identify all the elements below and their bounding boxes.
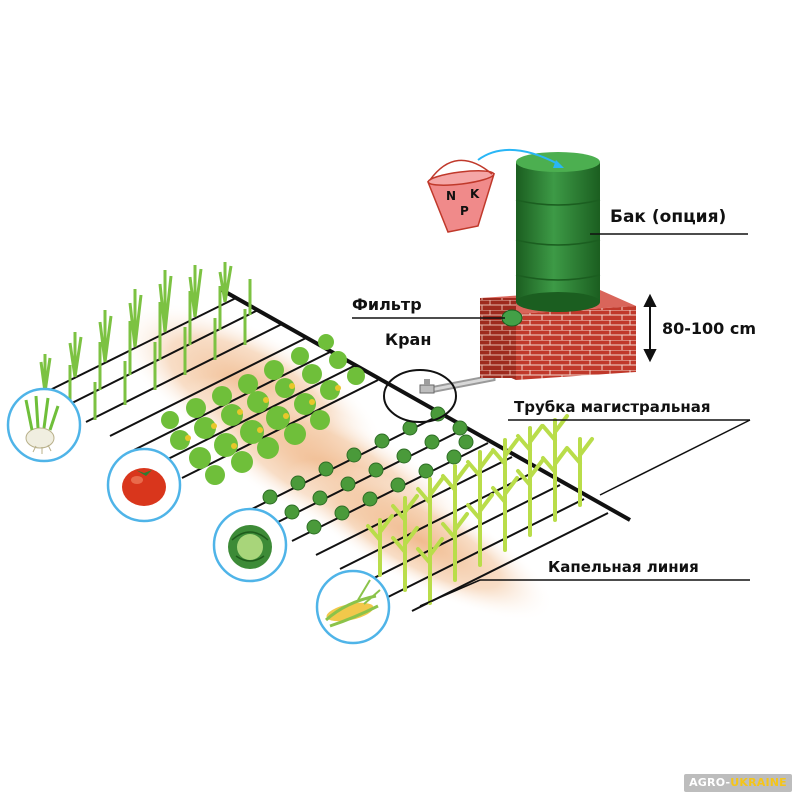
tank-label: Бак (опция) [610, 207, 726, 227]
onion-plants [39, 262, 252, 420]
tomato-fruits [185, 383, 341, 449]
main-pipe-label: Трубка магистральная [514, 398, 711, 416]
height-label: 80-100 cm [662, 319, 756, 338]
water-pour-arrow [477, 149, 559, 165]
water-pour-arrowhead [553, 160, 564, 168]
bucket-p-letter: P [460, 204, 469, 218]
filter-label: Фильтр [352, 295, 422, 314]
bucket-n-letter: N [446, 189, 456, 203]
watermark-badge: AGRO-UKRAINE [684, 774, 792, 792]
valve-label: Кран [385, 330, 431, 349]
height-marker [643, 293, 657, 363]
water-tank [515, 152, 601, 312]
watermark-suffix: UKRAINE [730, 776, 787, 789]
watermark-text: AGRO-UKRAINE [684, 776, 792, 789]
onion-icon [6, 387, 82, 463]
cabbage-icon [212, 507, 288, 583]
cabbage-plants [262, 406, 474, 535]
npk-bucket-icon: N K P [426, 159, 496, 233]
valve-icon [419, 379, 435, 394]
tomato-icon [106, 447, 182, 523]
bucket-k-letter: K [470, 187, 480, 201]
drip-line-label: Капельная линия [548, 558, 699, 576]
tomato-plants [161, 334, 365, 485]
valve-highlight-circle [383, 369, 457, 423]
corn-plants [366, 414, 594, 605]
leader-lines [352, 233, 751, 607]
corn-icon [315, 569, 391, 645]
watermark-prefix: AGRO- [689, 776, 731, 789]
